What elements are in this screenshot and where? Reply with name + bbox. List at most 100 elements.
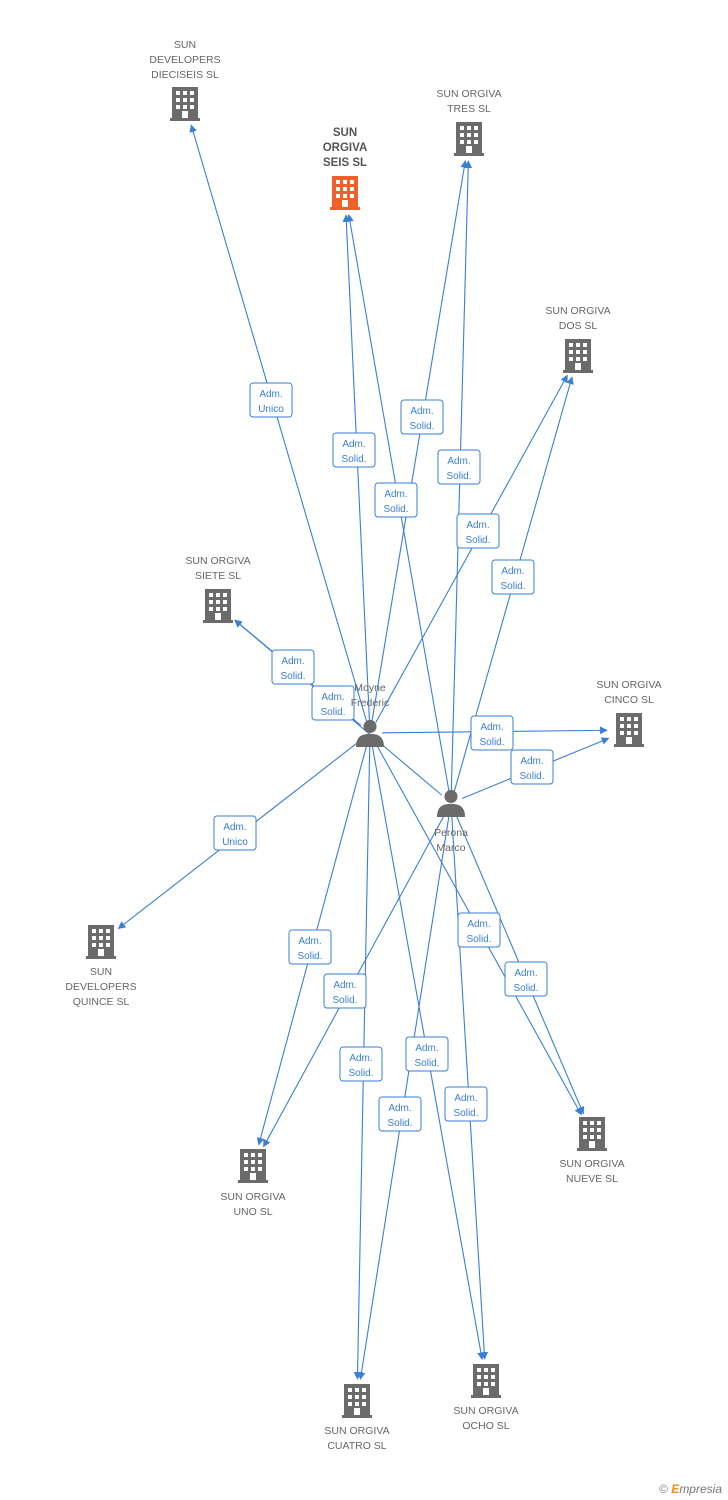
- edge-label-moyne-sun_dev_15[interactable]: Adm.Unico: [213, 815, 257, 851]
- edge-label-moyne-sun_orgiva_nueve[interactable]: Adm.Solid.: [457, 912, 501, 948]
- node-label-line: SUN ORGIVA: [545, 305, 610, 317]
- node-sun_orgiva_tres[interactable]: SUN ORGIVA TRES SL: [436, 88, 502, 156]
- edge-label-box: [332, 432, 376, 468]
- node-sun_orgiva_cinco[interactable]: SUN ORGIVA CINCO SL: [596, 679, 662, 747]
- edge-label-perona-sun_orgiva_dos[interactable]: Adm.Solid.: [491, 559, 535, 595]
- node-label-line: NUEVE SL: [566, 1173, 618, 1185]
- node-label-line: CINCO SL: [604, 694, 654, 706]
- edge-label-perona-sun_orgiva_nueve[interactable]: Adm.Solid.: [504, 961, 548, 997]
- edge-label-line: Solid.: [297, 951, 322, 962]
- edge-label-box: [457, 912, 501, 948]
- edge-label-moyne-sun_orgiva_cuatro[interactable]: Adm.Solid.: [339, 1046, 383, 1082]
- node-label-line: SUN ORGIVA: [324, 1425, 389, 1437]
- node-label-line: TRES SL: [447, 103, 491, 115]
- node-sun_orgiva_dos[interactable]: SUN ORGIVA DOS SL: [545, 305, 611, 373]
- edge-label-line: Solid.: [409, 421, 434, 432]
- building-icon: [170, 87, 200, 121]
- edge-label-moyne-sun_orgiva_tres[interactable]: Adm.Solid.: [400, 399, 444, 435]
- edge-label-line: Solid.: [465, 535, 490, 546]
- building-icon: [471, 1364, 501, 1398]
- edge-moyne-to-sun_orgiva_tres: [371, 159, 469, 722]
- brand-initial: E: [671, 1482, 680, 1496]
- edge-label-moyne-sun_dev_16[interactable]: Adm.Unico: [249, 382, 293, 418]
- edge-label-box: [378, 1096, 422, 1132]
- edge-label-line: Solid.: [513, 983, 538, 994]
- edge-label-box: [271, 649, 315, 685]
- edge-label-line: Adm.: [520, 756, 543, 767]
- edge-label-line: Adm.: [298, 936, 321, 947]
- edge-label-box: [491, 559, 535, 595]
- building-icon: [577, 1117, 607, 1151]
- edge-label-moyne-sun_orgiva_ocho[interactable]: Adm.Solid.: [405, 1036, 449, 1072]
- edge-label-line: Solid.: [383, 504, 408, 515]
- node-label-line: SUN: [333, 127, 357, 139]
- edge-label-moyne-sun_orgiva_dos[interactable]: Adm.Solid.: [456, 513, 500, 549]
- edge-label-box: [288, 929, 332, 965]
- node-label-line: SUN ORGIVA: [185, 555, 250, 567]
- node-label-line: SUN ORGIVA: [436, 88, 501, 100]
- edge-label-box: [510, 749, 554, 785]
- edge-label-line: Solid.: [280, 671, 305, 682]
- building-icon: [330, 176, 360, 210]
- node-label-line: Moyne: [354, 682, 386, 694]
- edge-label-line: Solid.: [414, 1058, 439, 1069]
- edge-label-perona-sun_orgiva_tres[interactable]: Adm.Solid.: [437, 449, 481, 485]
- edge-label-line: Solid.: [466, 934, 491, 945]
- edge-label-perona-sun_orgiva_siete[interactable]: Adm.Solid.: [311, 685, 355, 721]
- edge-label-moyne-sun_orgiva_uno[interactable]: Adm. Solid.: [288, 929, 332, 965]
- edge-moyne-to-sun_orgiva_dos: [375, 374, 568, 723]
- edge-label-box: [444, 1086, 488, 1122]
- edge-label-perona-sun_orgiva_cuatro[interactable]: Adm.Solid.: [378, 1096, 422, 1132]
- edge-label-moyne-sun_orgiva_seis[interactable]: Adm.Solid.: [332, 432, 376, 468]
- node-label-line: QUINCE SL: [73, 996, 130, 1008]
- edge-label-line: Adm.: [349, 1053, 372, 1064]
- edge-label-box: [323, 973, 367, 1009]
- building-icon: [342, 1384, 372, 1418]
- edge-label-line: Adm.: [454, 1093, 477, 1104]
- person-icon: [356, 719, 384, 747]
- node-label-line: DEVELOPERS: [65, 981, 136, 993]
- edge-label-perona-sun_orgiva_cinco[interactable]: Adm. Solid.: [510, 749, 554, 785]
- node-label-line: Frederic: [351, 697, 390, 709]
- edge-label-perona-sun_orgiva_ocho[interactable]: Adm. Solid.: [444, 1086, 488, 1122]
- edge-label-line: Solid.: [479, 737, 504, 748]
- edge-label-perona-sun_orgiva_seis[interactable]: Adm. Solid.: [374, 482, 418, 518]
- node-label-line: OCHO SL: [462, 1420, 509, 1432]
- edge-label-box: [437, 449, 481, 485]
- edge-label-moyne-sun_orgiva_siete[interactable]: Adm. Solid.: [271, 649, 315, 685]
- edge-label-box: [456, 513, 500, 549]
- edge-label-line: Solid.: [453, 1108, 478, 1119]
- node-label-line: DIECISEIS SL: [151, 69, 219, 81]
- edge-label-box: [339, 1046, 383, 1082]
- node-label-line: ORGIVA: [323, 142, 368, 154]
- edge-label-line: Solid.: [519, 771, 544, 782]
- brand-rest: mpresia: [679, 1482, 722, 1496]
- node-label-line: Perona: [434, 827, 468, 839]
- edge-label-box: [213, 815, 257, 851]
- edge-label-line: Adm.: [384, 489, 407, 500]
- edge-label-moyne-sun_orgiva_cinco[interactable]: Adm.Solid.: [470, 715, 514, 751]
- node-sun_orgiva_nueve[interactable]: SUN ORGIVA NUEVE SL: [559, 1117, 625, 1185]
- building-icon: [454, 122, 484, 156]
- edge-label-line: Adm.: [281, 656, 304, 667]
- node-sun_dev_15[interactable]: SUN DEVELOPERS QUINCE SL: [65, 925, 137, 1008]
- node-label-line: SUN: [90, 966, 112, 978]
- empresia-watermark[interactable]: © Empresia: [659, 1482, 722, 1496]
- node-label-line: DOS SL: [559, 320, 598, 332]
- edge-label-line: Adm.: [447, 456, 470, 467]
- node-label-line: SUN ORGIVA: [559, 1158, 624, 1170]
- edge-label-line: Solid.: [341, 454, 366, 465]
- node-label-line: SUN ORGIVA: [596, 679, 661, 691]
- edge-label-line: Solid.: [332, 995, 357, 1006]
- edge-label-perona-sun_orgiva_uno[interactable]: Adm.Solid.: [323, 973, 367, 1009]
